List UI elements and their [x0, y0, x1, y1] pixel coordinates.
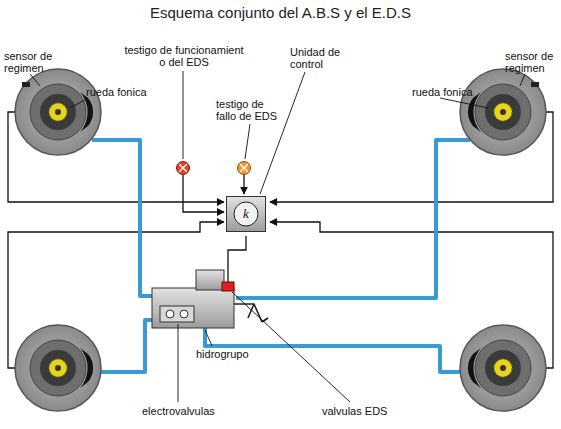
hydraulic-unit	[152, 270, 268, 328]
sensor-wire	[8, 112, 553, 368]
leader-line	[30, 71, 525, 402]
diagram-title: Esquema conjunto del A.B.S y el E.D.S	[0, 4, 561, 21]
part-label: testigo de funcionamient o del EDS	[120, 44, 248, 68]
part-label: sensor de regimen	[4, 50, 64, 74]
part-label: testigo de fallo de EDS	[216, 98, 284, 122]
wheel	[15, 69, 546, 411]
part-label: Unidad de control	[290, 46, 352, 70]
part-label: hidrogrupo	[196, 348, 276, 360]
control-unit-symbol: k	[243, 206, 249, 222]
part-label: valvulas EDS	[322, 405, 422, 417]
part-label: rueda fonica	[86, 86, 166, 98]
part-label: rueda fonica	[412, 86, 492, 98]
warning-lamp	[177, 162, 251, 175]
part-label: electrovalvulas	[142, 405, 242, 417]
part-label: sensor de regimen	[505, 50, 559, 74]
control-unit: k	[226, 196, 266, 232]
